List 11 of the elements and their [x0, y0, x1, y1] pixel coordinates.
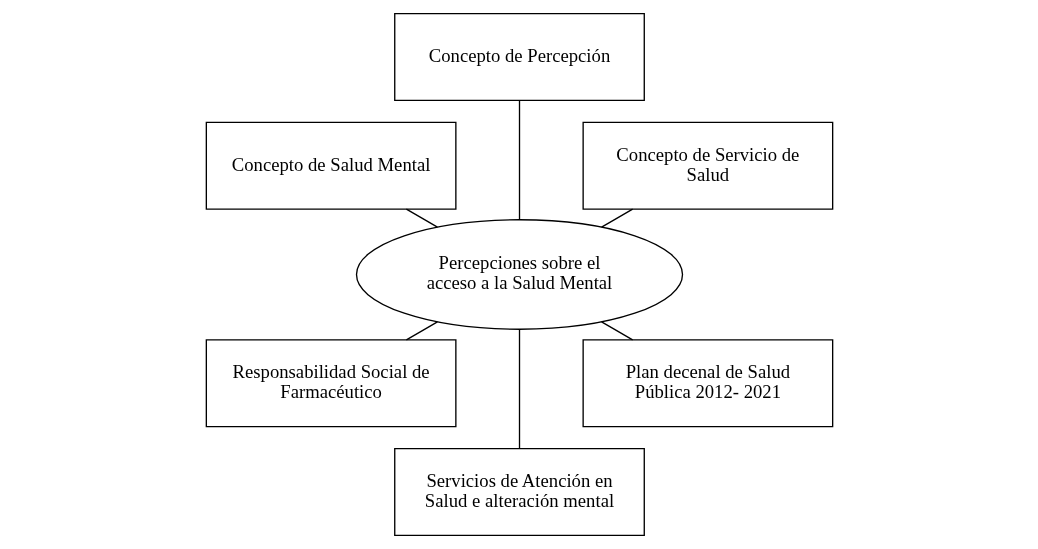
connector — [518, 328, 520, 450]
connector — [600, 321, 633, 341]
connector — [600, 208, 633, 228]
node-box: Servicios de Atención en Salud e alteración mental — [393, 448, 645, 537]
node-box: Concepto de Servicio de Salud — [581, 121, 833, 210]
node-box: Concepto de Percepción — [393, 12, 645, 101]
node-box: Responsabilidad Social de Farmacéutico — [205, 339, 457, 428]
node-ellipse: Percepciones sobre el acceso a la Salud Mental — [355, 219, 683, 330]
node-box: Concepto de Salud Mental — [205, 121, 457, 210]
node-box: Plan decenal de Salud Pública 2012- 2021 — [581, 339, 833, 428]
connector — [518, 99, 520, 221]
